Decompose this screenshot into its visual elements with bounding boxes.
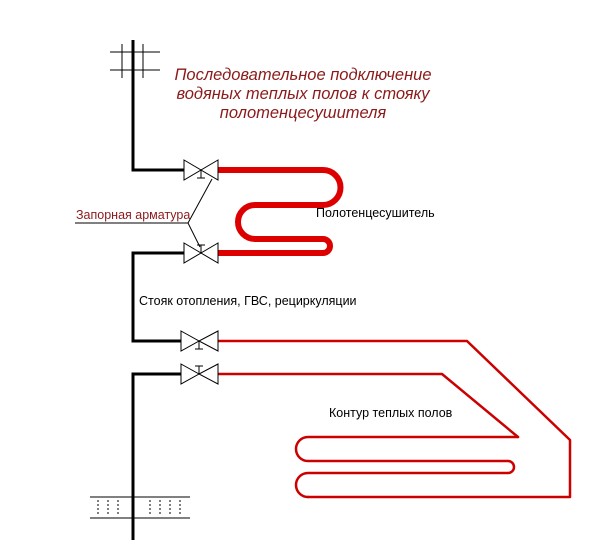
diagram-title-line-1: Последовательное подключение	[174, 66, 431, 84]
riser-pipe	[131, 40, 185, 540]
towel-dryer-coil	[215, 167, 344, 256]
valve-middle	[183, 242, 219, 264]
floor-heating-loop	[216, 339, 572, 499]
valve-floor-supply	[180, 330, 219, 352]
floor-loop-label: Контур теплых полов	[329, 406, 453, 420]
riser-label: Стояк отопления, ГВС, рециркуляции	[139, 294, 357, 308]
valve-floor-return	[180, 363, 219, 385]
diagram-title-line-3: полотенцесушителя	[220, 104, 387, 122]
towel-dryer-label: Полотенцесушитель	[316, 206, 435, 220]
valve-label-leader	[75, 178, 213, 248]
floor-slab	[90, 496, 190, 519]
valves-label: Запорная арматура	[76, 208, 190, 222]
valve-top	[183, 159, 219, 181]
diagram-title-line-2: водяных теплых полов к стояку	[176, 85, 431, 103]
ceiling-slab	[110, 44, 160, 78]
